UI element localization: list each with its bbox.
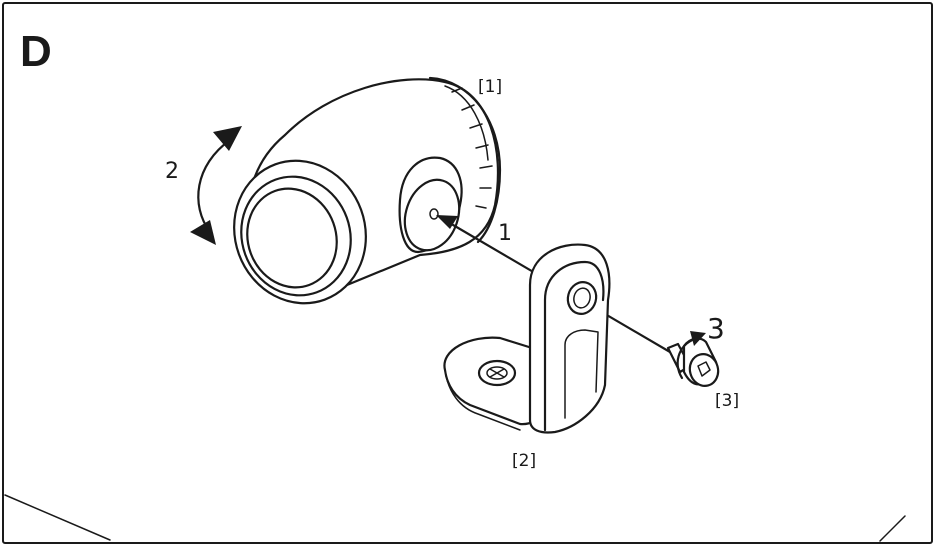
panel-letter: D — [20, 27, 52, 76]
step-3-label: 3 — [707, 312, 725, 345]
frame-corner-line-left — [4, 494, 111, 541]
part-2-label: [2] — [512, 451, 536, 471]
part-1-label: [1] — [478, 77, 502, 97]
lamp-lens — [246, 187, 338, 289]
mounting-bracket — [443, 243, 611, 434]
step-1-label: 1 — [498, 221, 512, 246]
bracket-hole — [566, 281, 598, 315]
lamp-housing — [233, 76, 502, 305]
part-3-label: [3] — [715, 391, 739, 411]
frame-corner-line-right — [879, 515, 906, 542]
screw — [666, 337, 720, 387]
pivot-hole — [429, 208, 439, 220]
curved-double-arrow-icon — [190, 126, 242, 245]
curved-arrow-icon — [676, 331, 706, 380]
step-2-label: 2 — [165, 159, 179, 184]
